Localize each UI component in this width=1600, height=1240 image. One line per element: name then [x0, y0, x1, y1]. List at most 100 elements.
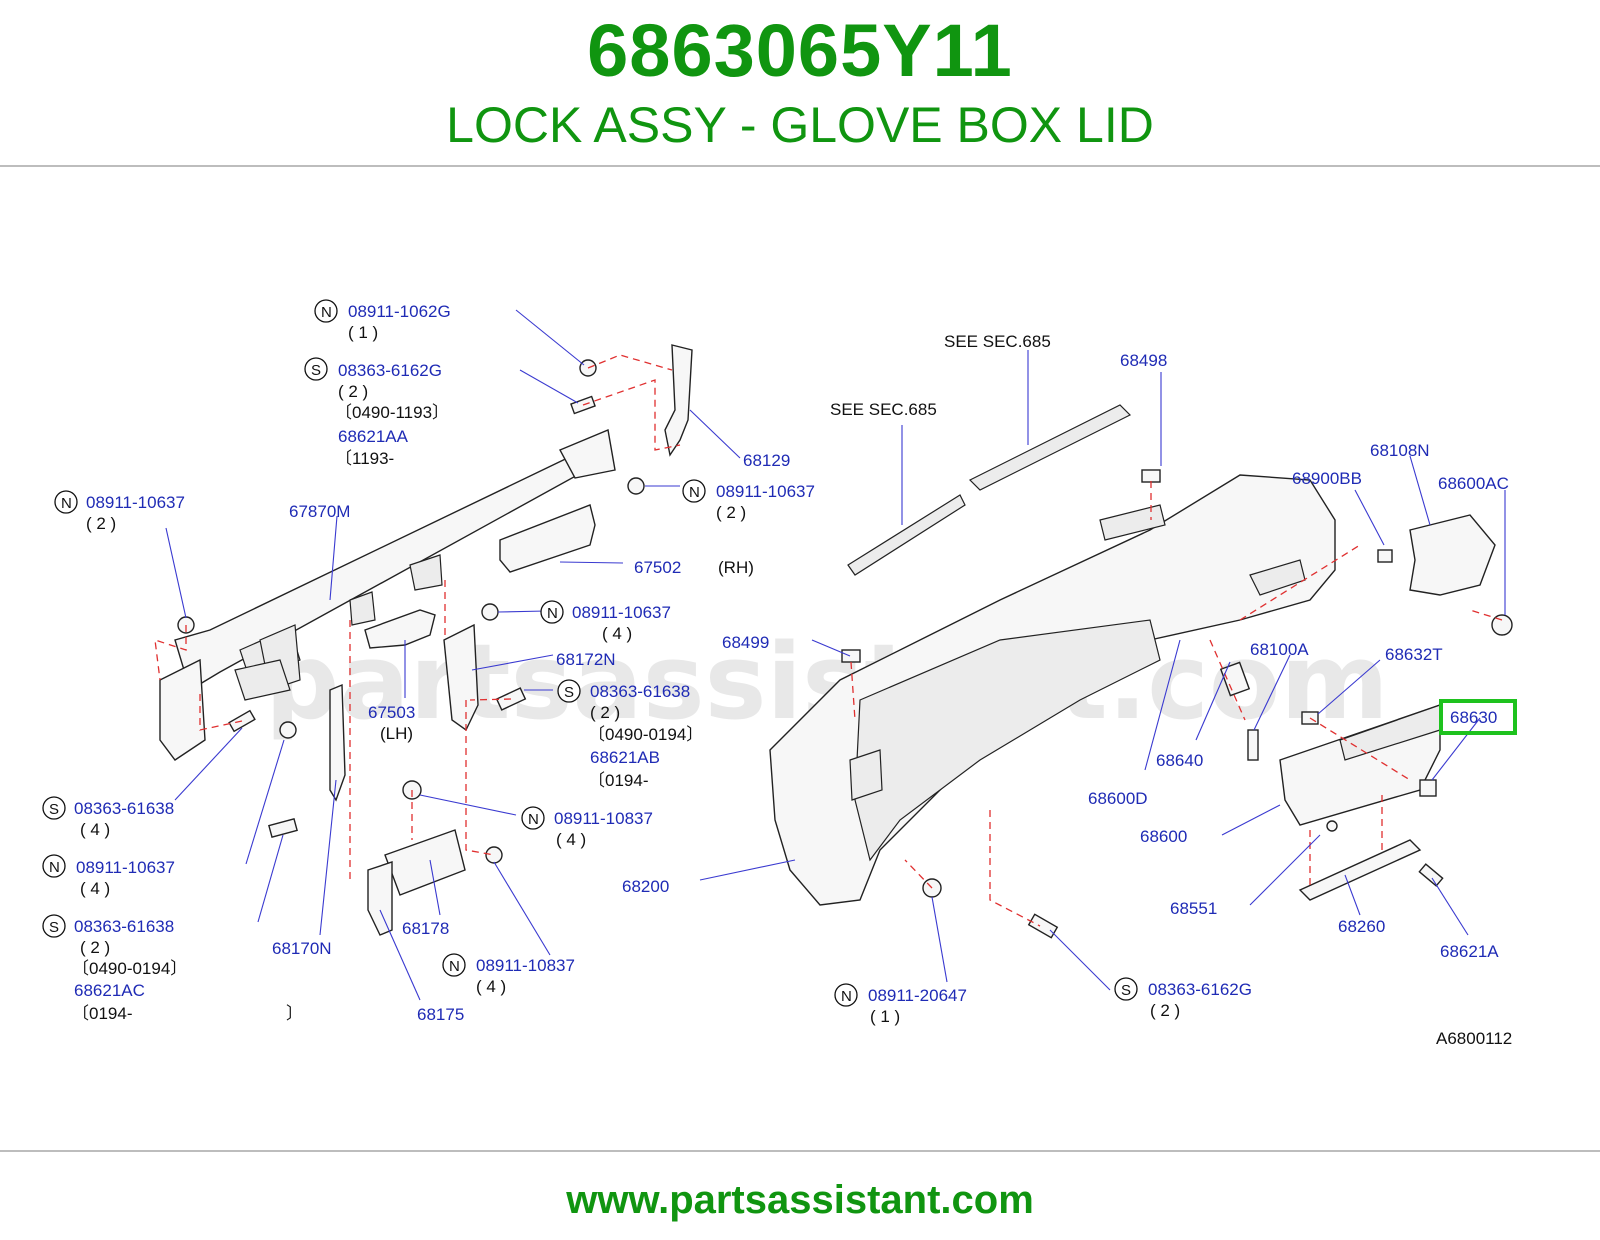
label-68100a[interactable]: 68100A — [1250, 640, 1309, 659]
page-header: 6863065Y11 LOCK ASSY - GLOVE BOX LID — [0, 0, 1600, 170]
badge-n-circle — [521, 806, 545, 830]
label-see-sec-685: SEE SEC.685 — [830, 400, 937, 419]
label-68621ab[interactable]: 68621AB — [590, 748, 660, 767]
label-67870m[interactable]: 67870M — [289, 502, 350, 521]
label-68170n[interactable]: 68170N — [272, 939, 332, 958]
highlight-box-68630 — [1439, 699, 1517, 735]
badge-s-circle — [42, 796, 66, 820]
label-68640[interactable]: 68640 — [1156, 751, 1203, 770]
label-qty: ( 4 ) — [602, 624, 632, 643]
label-68632t[interactable]: 68632T — [1385, 645, 1443, 664]
badge-n-letter: N — [61, 495, 72, 512]
bracket-68175 — [367, 861, 393, 936]
label-see-sec-685: SEE SEC.685 — [944, 332, 1051, 351]
label-08911-10837[interactable]: 08911-10837 — [476, 956, 575, 975]
label-qty: ( 4 ) — [80, 879, 110, 898]
label-68498[interactable]: 68498 — [1120, 351, 1167, 370]
label-date-range: 〔1193- — [335, 449, 394, 468]
badge-s-letter: S — [49, 801, 59, 818]
label-68129[interactable]: 68129 — [743, 451, 790, 470]
label-68260[interactable]: 68260 — [1338, 917, 1385, 936]
label-qty: ( 2 ) — [716, 503, 746, 522]
label-08363-61638[interactable]: 08363-61638 — [74, 917, 174, 936]
cover-68600ac — [1409, 514, 1496, 596]
assembly-dash-lines — [154, 354, 1503, 927]
label-lh: (LH) — [380, 724, 413, 743]
label-qty: ( 2 ) — [338, 382, 368, 401]
badge-s-letter: S — [1121, 982, 1131, 999]
bracket-68170n — [329, 683, 346, 802]
badge-s-letter: S — [311, 362, 321, 379]
badge-s-letter: S — [564, 684, 574, 701]
badge-n-circle — [682, 479, 706, 503]
footer-divider — [0, 1150, 1600, 1152]
badge-n-circle — [834, 983, 858, 1007]
badge-n-letter: N — [689, 484, 700, 501]
part-name-subtitle: LOCK ASSY - GLOVE BOX LID — [446, 97, 1154, 153]
label-68172n[interactable]: 68172N — [556, 650, 616, 669]
label-68600ac[interactable]: 68600AC — [1438, 474, 1509, 493]
badge-n-letter: N — [547, 605, 558, 622]
label-date-bracket: 〕 — [286, 1004, 303, 1023]
label-date-range: 〔0194- — [72, 1004, 132, 1023]
label-68178[interactable]: 68178 — [402, 919, 449, 938]
label-qty: ( 2 ) — [1150, 1001, 1180, 1020]
label-08363-61638[interactable]: 08363-61638 — [74, 799, 174, 818]
label-date-range: 〔0490-1193〕 — [335, 403, 449, 422]
label-date-range: 〔0490-0194〕 — [72, 959, 187, 978]
label-68175[interactable]: 68175 — [417, 1005, 464, 1024]
label-08363-6162g[interactable]: 08363-6162G — [1148, 980, 1252, 999]
badge-n-letter: N — [841, 988, 852, 1005]
label-68621a[interactable]: 68621A — [1440, 942, 1499, 961]
label-qty: ( 2 ) — [86, 514, 116, 533]
labels-center-column: 68129 08911-10637 ( 2 ) 67502 (RH) 08911… — [368, 451, 815, 1024]
labels-right-column: SEE SEC.685 SEE SEC.685 68498 68108N 689… — [622, 332, 1512, 1048]
label-08911-1062g[interactable]: 08911-1062G — [348, 302, 451, 321]
badge-n-letter: N — [449, 958, 460, 975]
label-08911-10637[interactable]: 08911-10637 — [572, 603, 671, 622]
label-68600d[interactable]: 68600D — [1088, 789, 1148, 808]
fasteners-left — [177, 359, 645, 864]
label-68108n[interactable]: 68108N — [1370, 441, 1430, 460]
badge-s-circle — [42, 914, 66, 938]
label-68621aa[interactable]: 68621AA — [338, 427, 409, 446]
label-date-range: 〔0490-0194〕 — [588, 725, 703, 744]
label-qty: ( 2 ) — [80, 938, 110, 957]
label-qty: ( 4 ) — [476, 977, 506, 996]
label-67502[interactable]: 67502 — [634, 558, 681, 577]
badge-n-circle — [42, 854, 66, 878]
label-08911-20647[interactable]: 08911-20647 — [868, 986, 967, 1005]
diagram-code: A6800112 — [1436, 1029, 1512, 1048]
bracket-67502 — [499, 504, 596, 573]
label-68551[interactable]: 68551 — [1170, 899, 1217, 918]
label-68621ac[interactable]: 68621AC — [74, 981, 145, 1000]
badge-n-circle — [314, 299, 338, 323]
badge-n-letter: N — [49, 859, 60, 876]
footer-url-link[interactable]: www.partsassistant.com — [566, 1178, 1034, 1222]
label-68499[interactable]: 68499 — [722, 633, 769, 652]
badge-n-circle — [540, 600, 564, 624]
label-08911-10637[interactable]: 08911-10637 — [716, 482, 815, 501]
label-68630[interactable]: 68630 — [1450, 708, 1497, 727]
bracket-68178 — [384, 829, 466, 896]
label-08911-10637[interactable]: 08911-10637 — [76, 858, 175, 877]
label-68900bb[interactable]: 68900BB — [1292, 469, 1362, 488]
badge-n-circle — [442, 953, 466, 977]
part-number-title: 6863065Y11 — [587, 9, 1013, 92]
bracket-68172n — [443, 623, 479, 732]
fasteners-right — [841, 469, 1513, 939]
badge-s-circle — [1114, 977, 1138, 1001]
label-08363-61638[interactable]: 08363-61638 — [590, 682, 690, 701]
label-67503[interactable]: 67503 — [368, 703, 415, 722]
bracket-68260 — [1298, 839, 1422, 901]
label-08911-10837[interactable]: 08911-10837 — [554, 809, 653, 828]
label-qty: ( 1 ) — [870, 1007, 900, 1026]
label-08911-10637[interactable]: 08911-10637 — [86, 493, 185, 512]
steering-member-67870m — [159, 429, 616, 761]
bracket-68129 — [664, 344, 693, 457]
label-08363-6162g[interactable]: 08363-6162G — [338, 361, 442, 380]
label-qty: ( 4 ) — [556, 830, 586, 849]
label-68200[interactable]: 68200 — [622, 877, 669, 896]
label-68600[interactable]: 68600 — [1140, 827, 1187, 846]
